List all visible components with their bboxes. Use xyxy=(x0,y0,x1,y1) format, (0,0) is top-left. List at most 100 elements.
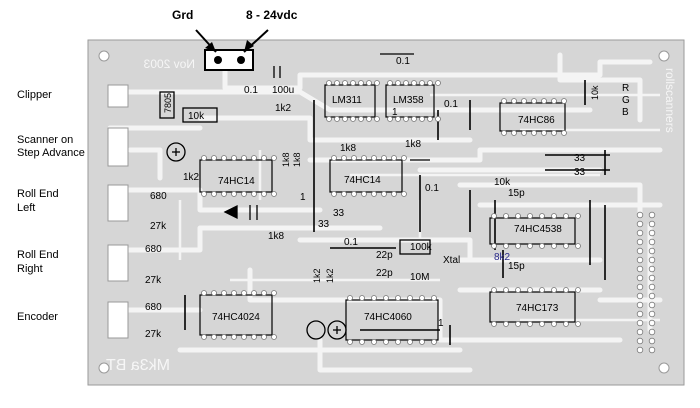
ic-pad xyxy=(539,321,545,327)
label-c-0-1-mid: 0.1 xyxy=(425,183,439,194)
ic-pad xyxy=(351,155,357,161)
label-r-1k8-v1: 1k8 xyxy=(281,152,291,167)
ic-pad xyxy=(261,290,267,296)
ic-pad xyxy=(326,116,332,122)
ic-pad xyxy=(551,287,557,293)
ic-pad xyxy=(241,155,247,161)
silkscreen-labels: 0.1 0.1 100u 1k2 7805 10k LM311 LM358 0.… xyxy=(145,56,630,340)
label-74hc4024: 74HC4024 xyxy=(212,312,260,323)
edge-pad xyxy=(636,265,644,273)
edge-pad xyxy=(648,319,656,327)
edge-pad xyxy=(648,274,656,282)
ic-pad xyxy=(527,243,533,249)
roll-end-right-label-line1: Roll End xyxy=(17,249,59,261)
ic-pad xyxy=(201,290,207,296)
edge-pad xyxy=(648,283,656,291)
ic-pad xyxy=(261,191,267,197)
edge-header-pads xyxy=(636,211,656,354)
ic-pad xyxy=(358,80,364,86)
ic-pad xyxy=(374,80,380,86)
ic-pad xyxy=(347,295,353,301)
ic-pad xyxy=(521,98,527,104)
label-c-0-1-86: 0.1 xyxy=(444,99,458,110)
ic-pad xyxy=(401,191,407,197)
ic-pad xyxy=(551,130,557,136)
roll-end-left-label-line1: Roll End xyxy=(17,188,59,200)
ic-pad xyxy=(515,321,521,327)
edge-pad xyxy=(636,211,644,219)
left-connectors xyxy=(107,84,129,339)
label-xtal: Xtal xyxy=(443,255,460,266)
label-r-27k-c: 27k xyxy=(145,329,162,340)
ic-pad xyxy=(251,334,257,340)
ic-pad xyxy=(241,191,247,197)
ic-pad xyxy=(334,80,340,86)
label-r-1k8-a: 1k8 xyxy=(340,143,357,154)
edge-pad xyxy=(636,229,644,237)
ic-pad xyxy=(575,243,581,249)
ic-pad xyxy=(491,213,497,219)
label-74hc4538: 74HC4538 xyxy=(514,224,562,235)
ic-pad xyxy=(241,290,247,296)
roll-end-left-label-line2: Left xyxy=(17,202,36,214)
ic-pad xyxy=(551,98,557,104)
ic-pad xyxy=(350,80,356,86)
ic-pad xyxy=(501,98,507,104)
ic-pad xyxy=(527,213,533,219)
ic-pad xyxy=(201,155,207,161)
ic-pad xyxy=(391,191,397,197)
ic-pad xyxy=(391,155,397,161)
ic-pad xyxy=(515,243,521,249)
ic-pad xyxy=(371,339,377,345)
label-c-33-d: 33 xyxy=(318,219,330,230)
ic-pad xyxy=(371,191,377,197)
label-74hc4060: 74HC4060 xyxy=(364,312,412,323)
edge-pad xyxy=(636,247,644,255)
ic-pad xyxy=(261,334,267,340)
ic-pad xyxy=(511,98,517,104)
ic-pad xyxy=(331,191,337,197)
ic-pad xyxy=(341,155,347,161)
label-r-10k-reg: 10k xyxy=(188,111,205,122)
ic-pad xyxy=(503,243,509,249)
label-c-15p-a: 15p xyxy=(508,188,525,199)
date-mark: Nov 2003 xyxy=(143,57,195,71)
label-74hc173: 74HC173 xyxy=(516,303,559,314)
ic-pad xyxy=(381,191,387,197)
label-c-33-a: 33 xyxy=(574,153,586,164)
label-r-1k2-v1: 1k2 xyxy=(312,268,322,283)
label-c-22p-a: 22p xyxy=(376,250,393,261)
ic-pad xyxy=(431,295,437,301)
edge-pad xyxy=(636,301,644,309)
scanner-label-line2: Step Advance xyxy=(17,147,85,159)
ic-pad xyxy=(241,334,247,340)
ic-pad xyxy=(366,80,372,86)
ic-pad xyxy=(563,213,569,219)
ic-pad xyxy=(211,334,217,340)
ic-pad xyxy=(419,80,425,86)
label-r-1k8-b: 1k8 xyxy=(405,139,422,150)
edge-pad xyxy=(648,328,656,336)
mounting-holes xyxy=(98,50,670,374)
ic-pad xyxy=(211,191,217,197)
title-mark: Mk3a BT xyxy=(106,357,170,374)
edge-pad xyxy=(648,265,656,273)
edge-pad xyxy=(636,319,644,327)
ic-pad xyxy=(383,295,389,301)
label-r-10m: 10M xyxy=(410,272,429,283)
ic-pad xyxy=(251,191,257,197)
ic-pad xyxy=(531,130,537,136)
ic-pad xyxy=(407,295,413,301)
ic-pad xyxy=(491,321,497,327)
ic-pad xyxy=(551,243,557,249)
ic-pad xyxy=(527,287,533,293)
ic-pad xyxy=(515,287,521,293)
ic-pad xyxy=(395,295,401,301)
ic-pad xyxy=(342,80,348,86)
ic-pad xyxy=(201,191,207,197)
ic-pad xyxy=(361,191,367,197)
ic-pad xyxy=(563,321,569,327)
label-c-100u: 100u xyxy=(272,85,294,96)
